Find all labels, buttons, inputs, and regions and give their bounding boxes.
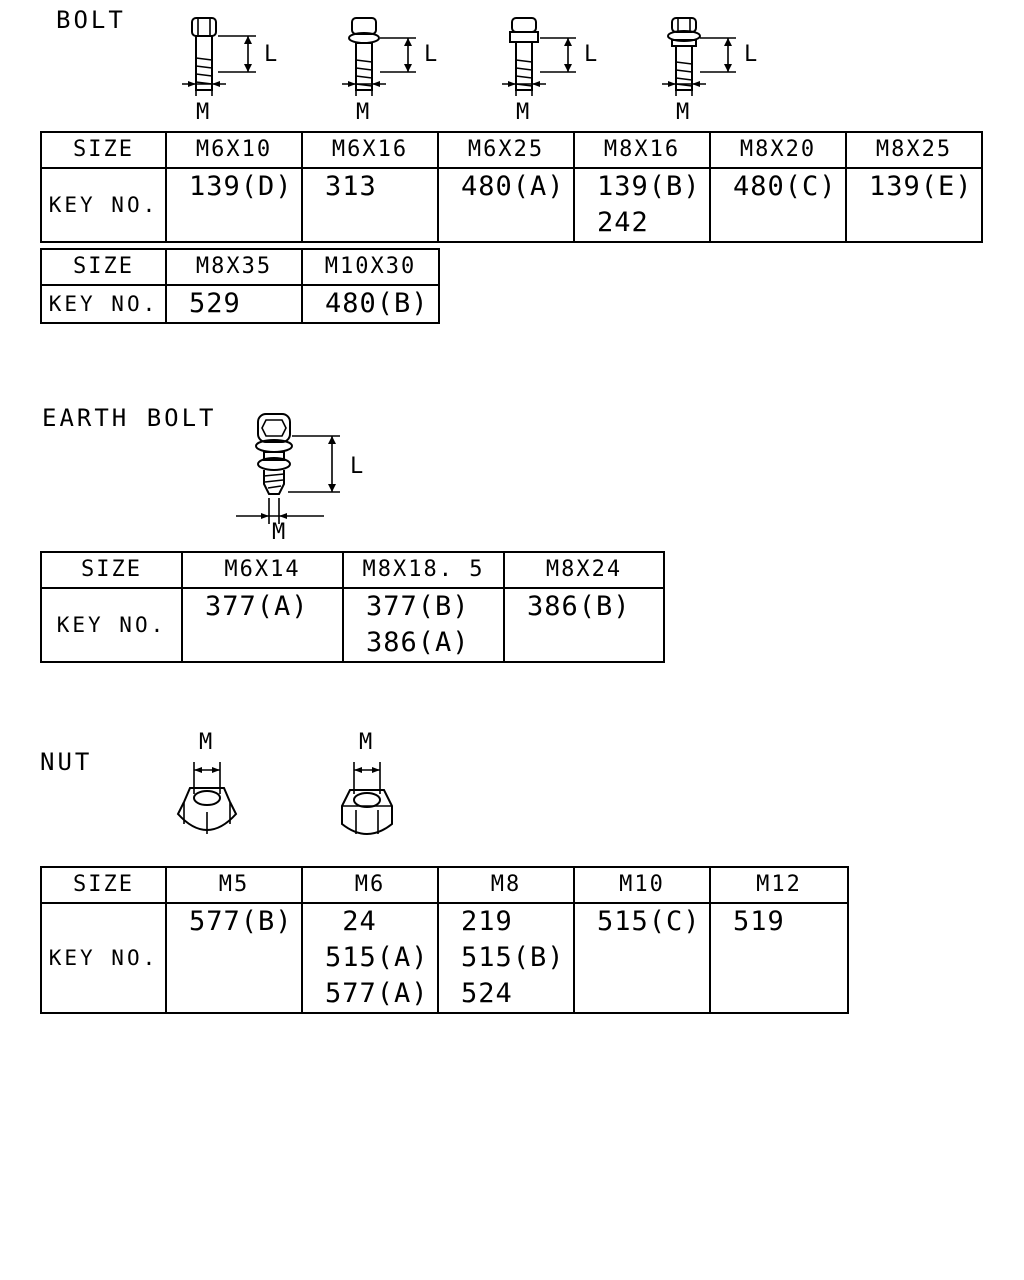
earth-bolt-heading: EARTH BOLT <box>42 404 217 432</box>
size-label: SIZE <box>40 551 183 589</box>
key-label: KEY NO. <box>40 902 167 1014</box>
key-cell: 313 <box>301 167 439 243</box>
size-cell: M6X10 <box>165 131 303 169</box>
size-cell: M6X16 <box>301 131 439 169</box>
size-cell: M12 <box>709 866 849 904</box>
size-cell: M10X30 <box>301 248 440 286</box>
size-cell: M8 <box>437 866 575 904</box>
size-label: SIZE <box>40 248 167 286</box>
size-cell: M6X14 <box>181 551 344 589</box>
size-cell: M8X25 <box>845 131 983 169</box>
key-cell: 139(E) <box>845 167 983 243</box>
key-row: KEY NO. 139(D) 313 480(A) 139(B)242 480(… <box>40 167 983 243</box>
key-cell: 386(B) <box>503 587 665 663</box>
key-row: KEY NO. 529 480(B) <box>40 284 440 324</box>
size-row: SIZE M5 M6 M8 M10 M12 <box>40 866 849 904</box>
size-cell: M8X35 <box>165 248 303 286</box>
size-cell: M6X25 <box>437 131 575 169</box>
key-cell: 577(B) <box>165 902 303 1014</box>
key-cell: 139(D) <box>165 167 303 243</box>
bolt-4-m-label: M <box>676 100 690 125</box>
washer-bolt-icon <box>502 17 576 96</box>
bolt-size-table-2: SIZE M8X35 M10X30 KEY NO. 529 480(B) <box>40 248 440 324</box>
key-label: KEY NO. <box>40 167 167 243</box>
flange-bolt-icon <box>342 17 416 96</box>
size-row: SIZE M8X35 M10X30 <box>40 248 440 286</box>
size-cell: M8X16 <box>573 131 711 169</box>
key-cell: 377(A) <box>181 587 344 663</box>
bolt-3-m-label: M <box>516 100 530 125</box>
key-row: KEY NO. 377(A) 377(B)386(A) 386(B) <box>40 587 665 663</box>
size-cell: M6 <box>301 866 439 904</box>
bolt-2-l-label: L <box>424 42 438 67</box>
key-label: KEY NO. <box>40 587 183 663</box>
bolt-1-m-label: M <box>196 100 210 125</box>
bolt-1-l-label: L <box>264 42 278 67</box>
size-row: SIZE M6X10 M6X16 M6X25 M8X16 M8X20 M8X25 <box>40 131 983 169</box>
hex-nut-m-label: M <box>359 730 373 755</box>
earth-bolt-icon <box>236 413 340 524</box>
earth-bolt-l-label: L <box>350 454 364 479</box>
size-cell: M10 <box>573 866 711 904</box>
bolt-heading: BOLT <box>56 6 126 34</box>
serrated-flange-bolt-icon <box>662 17 736 96</box>
key-cell: 139(B)242 <box>573 167 711 243</box>
hex-bolt-icon <box>182 17 256 96</box>
bolt-2-m-label: M <box>356 100 370 125</box>
key-cell: 519 <box>709 902 849 1014</box>
key-cell: 515(C) <box>573 902 711 1014</box>
key-cell: 529 <box>165 284 303 324</box>
bolt-size-table: SIZE M6X10 M6X16 M6X25 M8X16 M8X20 M8X25… <box>40 131 983 243</box>
flange-nut-icon <box>176 762 238 834</box>
size-row: SIZE M6X14 M8X18. 5 M8X24 <box>40 551 665 589</box>
hex-nut-icon <box>341 762 393 835</box>
size-cell: M5 <box>165 866 303 904</box>
flange-nut-m-label: M <box>199 730 213 755</box>
size-label: SIZE <box>40 866 167 904</box>
earth-bolt-size-table: SIZE M6X14 M8X18. 5 M8X24 KEY NO. 377(A)… <box>40 551 665 663</box>
bolt-4-l-label: L <box>744 42 758 67</box>
size-cell: M8X18. 5 <box>342 551 505 589</box>
size-cell: M8X20 <box>709 131 847 169</box>
key-cell: 480(C) <box>709 167 847 243</box>
earth-bolt-m-label: M <box>272 520 286 545</box>
key-cell: 480(B) <box>301 284 440 324</box>
bolt-3-l-label: L <box>584 42 598 67</box>
size-label: SIZE <box>40 131 167 169</box>
key-cell: 480(A) <box>437 167 575 243</box>
key-cell: 377(B)386(A) <box>342 587 505 663</box>
key-label: KEY NO. <box>40 284 167 324</box>
nut-heading: NUT <box>40 748 93 776</box>
size-cell: M8X24 <box>503 551 665 589</box>
